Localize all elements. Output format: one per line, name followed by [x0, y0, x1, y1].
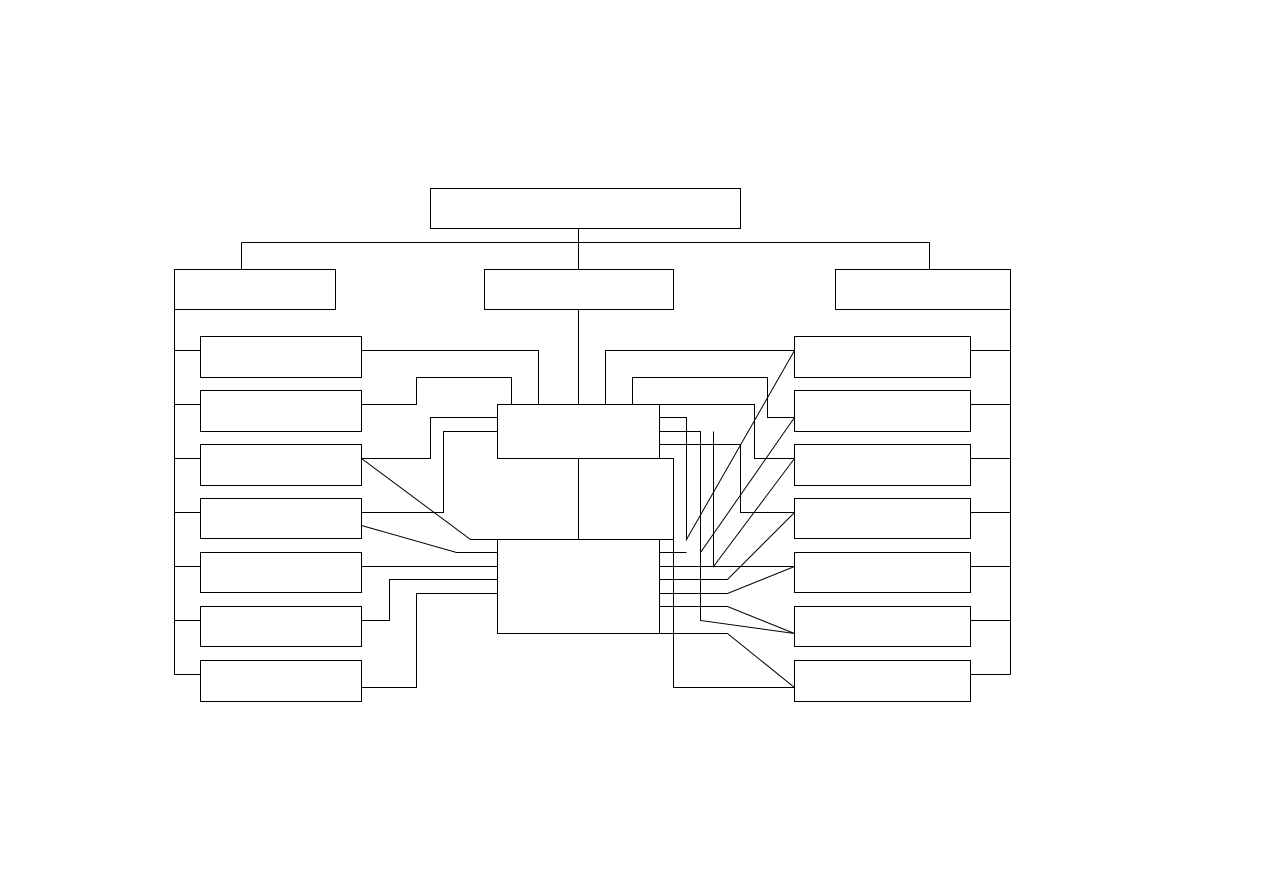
- right-items: [794, 336, 971, 702]
- left-item: [200, 390, 362, 432]
- right-item: [794, 444, 971, 486]
- left-connectors: [361, 350, 579, 688]
- branch-center: [484, 269, 674, 310]
- right-item: [794, 660, 971, 702]
- right-item: [794, 552, 971, 593]
- branch-left: [174, 269, 336, 310]
- hub-bottom-box: [497, 539, 660, 634]
- left-item: [200, 444, 362, 486]
- left-item: [200, 606, 362, 647]
- left-bus: [174, 309, 201, 675]
- left-item: [200, 498, 362, 539]
- hub-top-box: [497, 404, 660, 459]
- hub: [497, 309, 674, 634]
- right-item: [794, 390, 971, 432]
- root-node: [430, 188, 741, 229]
- branch-right: [835, 269, 1011, 310]
- right-item: [794, 336, 971, 378]
- right-connectors: [605, 350, 795, 688]
- right-item: [794, 498, 971, 539]
- left-item: [200, 552, 362, 593]
- left-item: [200, 660, 362, 702]
- left-item: [200, 336, 362, 378]
- root-connectors: [241, 228, 930, 270]
- left-items: [200, 336, 362, 702]
- right-bus: [970, 309, 1011, 675]
- right-item: [794, 606, 971, 647]
